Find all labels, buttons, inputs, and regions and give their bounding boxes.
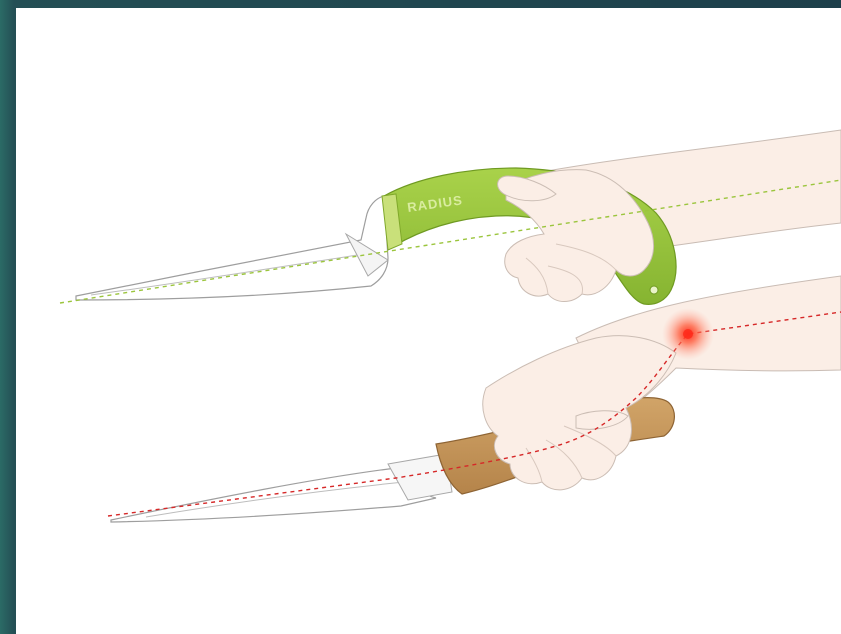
ergonomic-handle-rivet <box>650 286 658 294</box>
ergonomic-trowel-group: RADIUS <box>60 130 841 304</box>
traditional-trowel-blade <box>111 468 436 522</box>
illustration-panel: RADIUS <box>16 8 841 634</box>
ergonomic-trowel-blade <box>76 196 388 300</box>
traditional-trowel-group <box>108 276 841 522</box>
wrist-strain-core <box>683 329 693 339</box>
trowel-comparison-illustration: RADIUS <box>16 8 841 634</box>
